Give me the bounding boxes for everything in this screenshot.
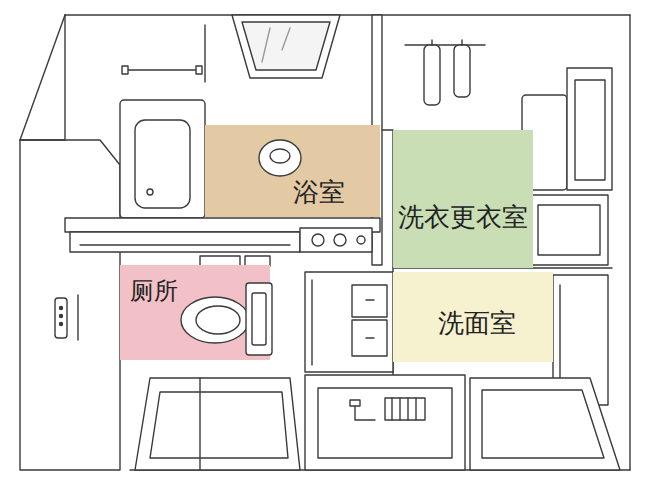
bathroom-floor: 浴室 [205, 125, 380, 217]
toilet-bowl [196, 306, 240, 334]
toilet-floor: 厕所 [120, 265, 270, 360]
room-label: 浴室 [293, 177, 345, 208]
toilet-seat [181, 297, 249, 343]
tank-lid [252, 293, 266, 345]
room-label: 洗面室 [438, 308, 516, 339]
toilet-tank [246, 283, 272, 355]
room-label: 洗衣更衣室 [398, 202, 528, 233]
stool-top [270, 149, 290, 163]
stool-seat [259, 140, 301, 176]
room-label: 厕所 [130, 277, 178, 306]
washroom-floor: 洗面室 [393, 272, 553, 362]
laundry-room-floor: 洗衣更衣室 [393, 130, 533, 268]
